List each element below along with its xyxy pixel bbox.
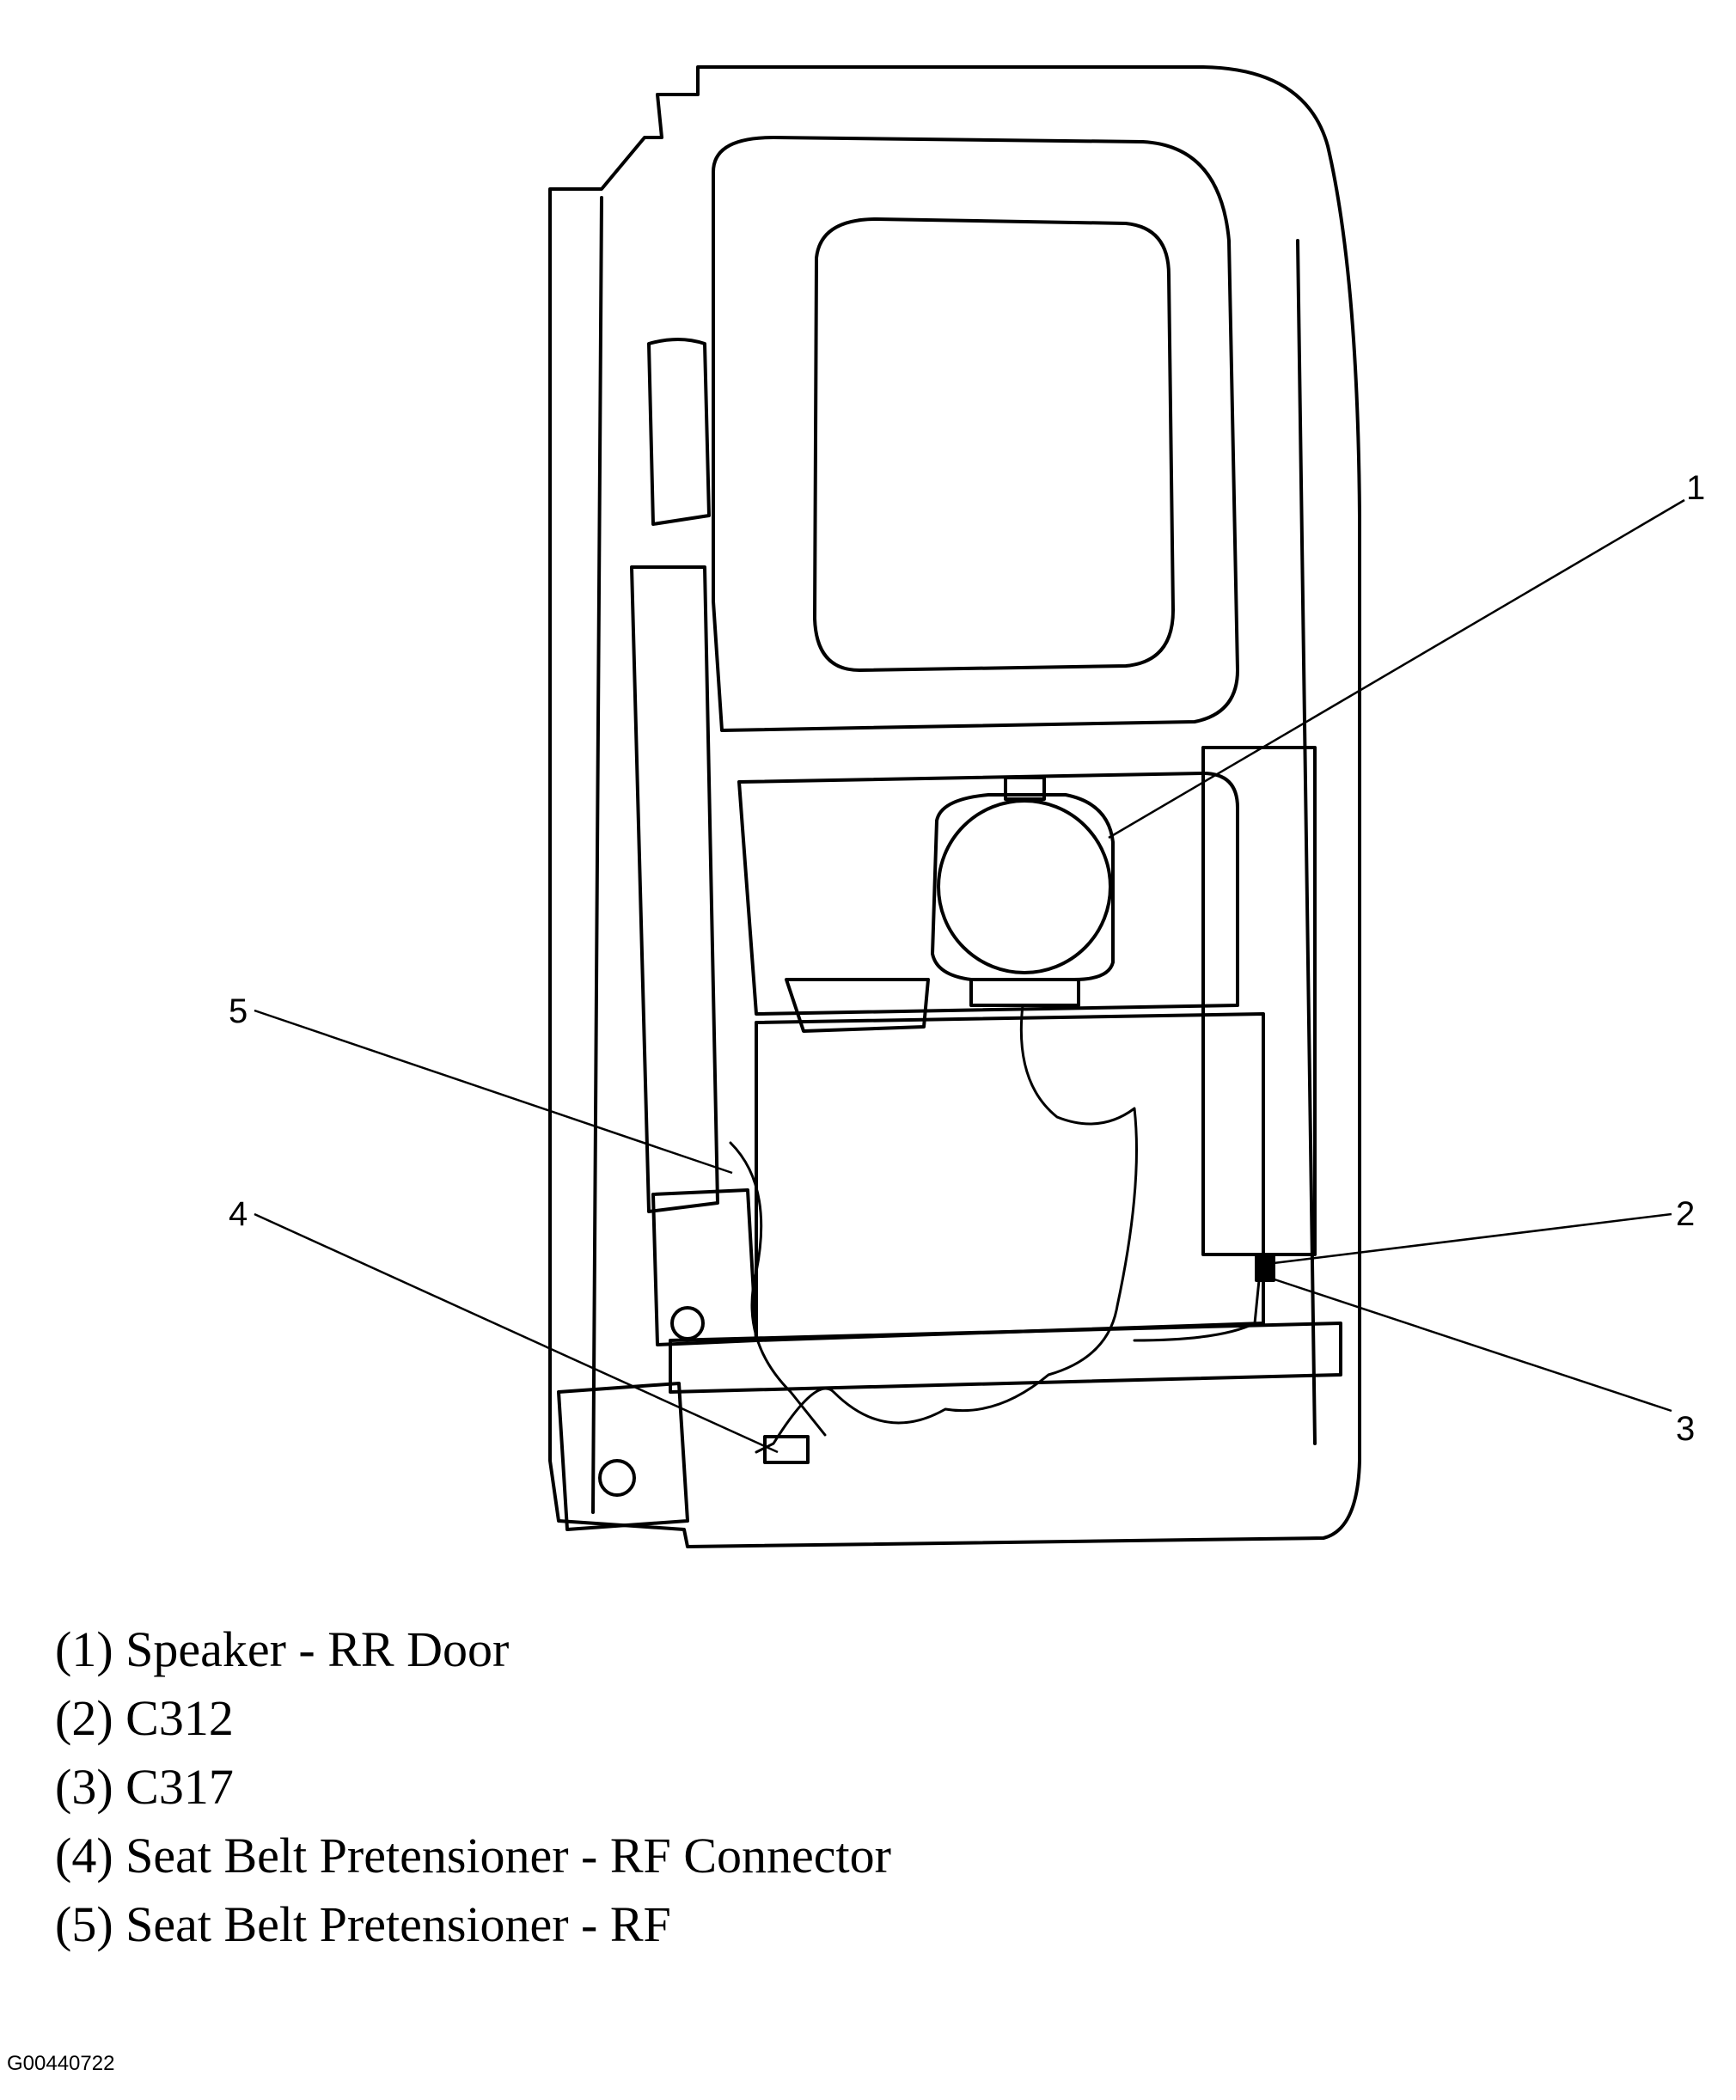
legend-item: (4) Seat Belt Pretensioner - RF Connecto… <box>55 1828 891 1883</box>
lower-bracket <box>557 1382 689 1531</box>
legend-list: (1) Speaker - RR Door (2) C312 (3) C317 … <box>55 1615 891 1959</box>
speaker-housing <box>931 793 1115 981</box>
legend-item: (5) Seat Belt Pretensioner - RF <box>55 1896 671 1952</box>
door-frame-right <box>1296 239 1317 1445</box>
leader-line-3 <box>1271 1277 1672 1413</box>
window-glass <box>813 217 1175 672</box>
figure-id: G00440722 <box>7 2052 115 2075</box>
speaker-connector <box>969 978 1080 1007</box>
legend-item: (2) C312 <box>55 1690 234 1746</box>
leader-line-1 <box>1108 498 1685 839</box>
callout-3: 3 <box>1676 1410 1696 1448</box>
speaker-cone <box>937 799 1112 974</box>
door-inner-edge <box>591 196 603 1514</box>
legend-item: (1) Speaker - RR Door <box>55 1621 510 1677</box>
callout-5: 5 <box>229 992 248 1030</box>
inner-panel <box>737 772 1239 1016</box>
callout-4: 4 <box>229 1195 248 1233</box>
wire-harness <box>755 1004 1261 1454</box>
door-handle <box>785 978 930 1033</box>
callout-2: 2 <box>1676 1195 1696 1233</box>
window-frame-outer <box>712 136 1239 732</box>
belt-guide-top <box>647 338 711 526</box>
legend-item: (3) C317 <box>55 1759 234 1815</box>
leader-line-4 <box>254 1212 779 1454</box>
pretensioner-wire <box>729 1141 827 1437</box>
callout-1: 1 <box>1686 469 1706 507</box>
leader-line-2 <box>1273 1212 1672 1265</box>
bottom-rail <box>669 1322 1342 1394</box>
bracket-bolt <box>598 1459 636 1497</box>
door-outline <box>548 65 1361 1548</box>
leader-line-5 <box>254 1009 733 1175</box>
connector-c312 <box>1255 1253 1275 1282</box>
speaker-mount <box>1004 776 1046 801</box>
connector-rf <box>763 1435 810 1464</box>
latch-panel <box>1201 746 1317 1256</box>
belt-anchor-bolt <box>670 1306 705 1340</box>
belt-pretensioner <box>651 1188 758 1346</box>
belt-webbing <box>630 565 719 1213</box>
lower-panel <box>755 1012 1265 1342</box>
